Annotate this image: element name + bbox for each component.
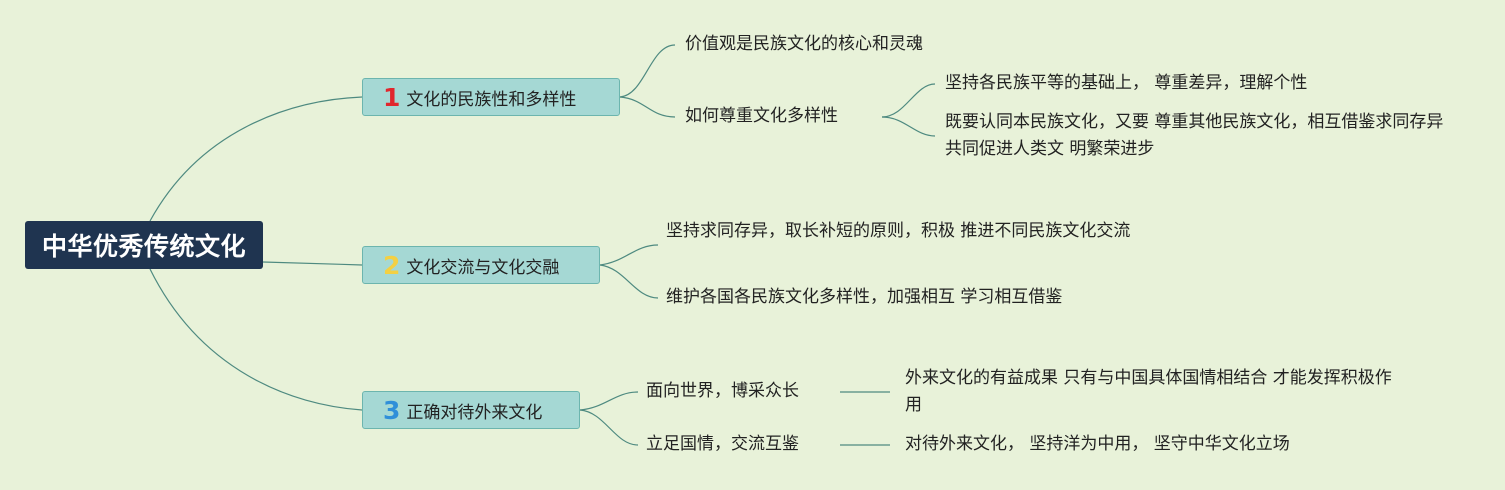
connector-root-branch-2 [262, 261, 363, 266]
connector-b1c2-g1 [881, 83, 936, 118]
connector-b1-c1 [619, 44, 676, 98]
b3-child-1[interactable]: 面向世界，博采众长 [646, 381, 799, 401]
b1-child-2[interactable]: 如何尊重文化多样性 [685, 106, 838, 126]
root-node[interactable]: 中华优秀传统文化 [25, 221, 263, 269]
connector-b3-c1 [579, 391, 639, 411]
connector-root-branch-1 [149, 96, 363, 222]
connector-b1c2-g2 [881, 116, 936, 137]
b2-child-2[interactable]: 维护各国各民族文化多样性，加强相互 学习相互借鉴 [666, 287, 1063, 307]
connector-b2-c2 [599, 264, 659, 299]
branch-1-node[interactable]: 1 文化的民族性和多样性 [362, 78, 620, 116]
branch-1-number: 1 [383, 82, 401, 112]
connector-b3-c2 [579, 409, 639, 446]
connector-b1-c2 [619, 96, 676, 118]
branch-3-number: 3 [383, 395, 401, 425]
branch-2-label: 文化交流与文化交融 [406, 257, 560, 278]
branch-2-number: 2 [383, 250, 401, 280]
b3c1-grandchild-1[interactable]: 外来文化的有益成果 只有与中国具体国情相结合 才能发挥积极作用 [905, 368, 1392, 415]
connector-b2-c1 [599, 244, 659, 266]
b3-child-2[interactable]: 立足国情，交流互鉴 [646, 434, 799, 454]
b1c2-grandchild-2[interactable]: 既要认同本民族文化，又要 尊重其他民族文化，相互借鉴求同存异 共同促进人类文 明… [945, 112, 1444, 159]
b3c2-grandchild-1[interactable]: 对待外来文化， 坚持洋为中用， 坚守中华文化立场 [905, 434, 1290, 454]
branch-3-label: 正确对待外来文化 [406, 402, 543, 423]
branch-2-node[interactable]: 2 文化交流与文化交融 [362, 246, 600, 284]
b1-child-1[interactable]: 价值观是民族文化的核心和灵魂 [685, 34, 923, 54]
branch-3-node[interactable]: 3 正确对待外来文化 [362, 391, 580, 429]
root-title: 中华优秀传统文化 [41, 232, 246, 261]
branch-1-label: 文化的民族性和多样性 [406, 89, 577, 110]
connector-root-branch-3 [149, 268, 363, 411]
b1c2-grandchild-1[interactable]: 坚持各民族平等的基础上， 尊重差异，理解个性 [945, 73, 1308, 93]
b2-child-1[interactable]: 坚持求同存异，取长补短的原则，积极 推进不同民族文化交流 [666, 221, 1131, 241]
